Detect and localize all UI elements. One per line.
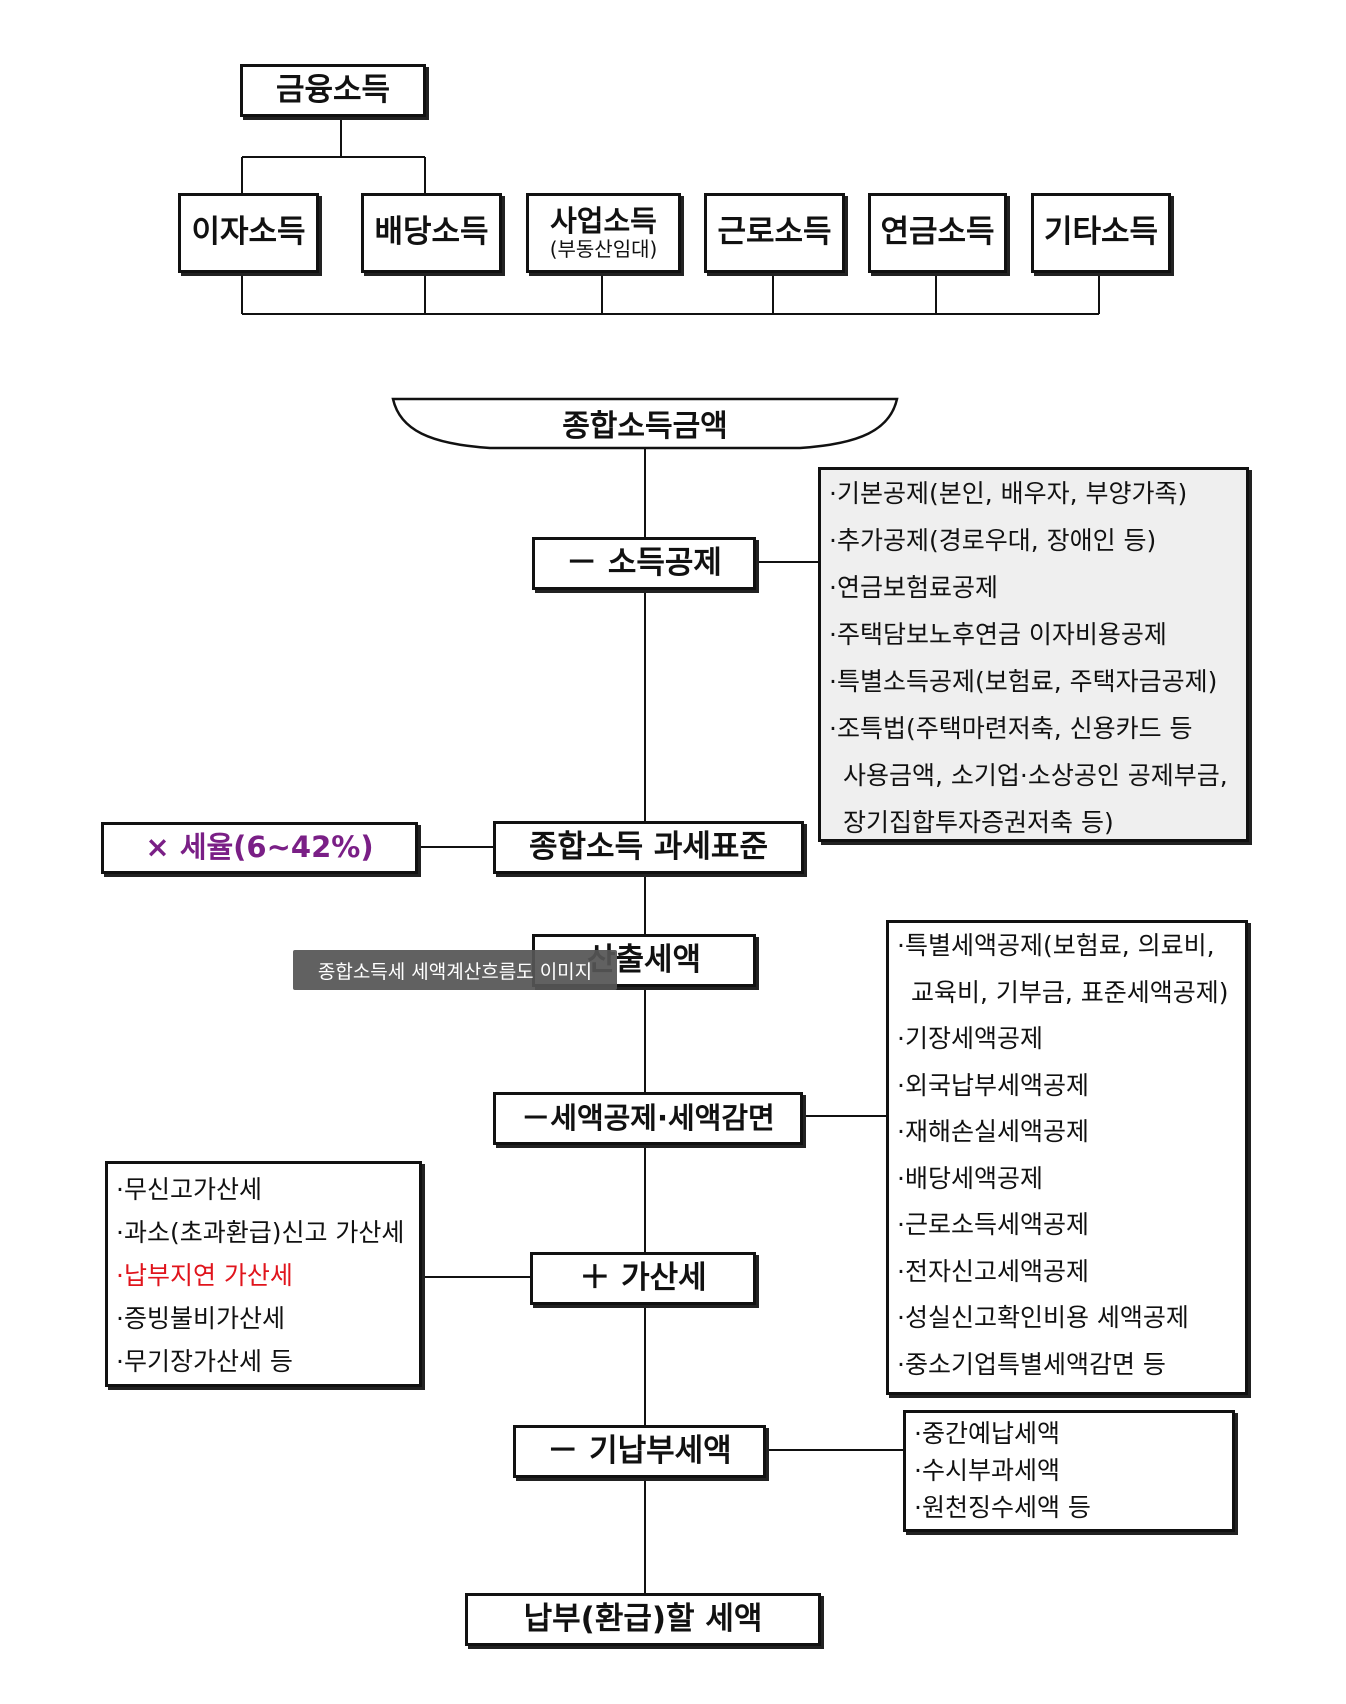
image-alt-tooltip: 종합소득세 세액계산흐름도 이미지 (293, 950, 617, 990)
prepaid-item: ·중간예납세액 (914, 1419, 1060, 1448)
pension-income-box: 연금소득 (868, 193, 1007, 273)
tooltip-text: 종합소득세 세액계산흐름도 이미지 (317, 960, 593, 983)
prepaid-item: ·수시부과세액 (914, 1456, 1060, 1485)
deduction-item: ·기본공제(본인, 배우자, 부양가족) (829, 479, 1188, 508)
penalty-item: ·무신고가산세 (116, 1175, 262, 1204)
financial-income-box: 금융소득 (240, 64, 426, 117)
deduction-item: 장기집합투자증권저축 등) (843, 808, 1114, 837)
penalty-item: ·증빙불비가산세 (116, 1304, 285, 1333)
final-tax-label: 납부(환급)할 세액 (523, 1600, 763, 1637)
penalty-item: ·무기장가산세 등 (116, 1347, 293, 1376)
penalty-items-box: ·무신고가산세 ·과소(초과환급)신고 가산세 ·납부지연 가산세 ·증빙불비가… (105, 1161, 422, 1387)
deduction-items-box: ·기본공제(본인, 배우자, 부양가족) ·추가공제(경로우대, 장애인 등) … (818, 467, 1249, 842)
total-income-label-wrap: 종합소득금액 (393, 399, 897, 447)
prepaid-tax-box: － 기납부세액 (513, 1425, 766, 1478)
tax-base-label: 종합소득 과세표준 (529, 828, 768, 865)
credit-item: ·성실신고확인비용 세액공제 (897, 1303, 1189, 1332)
business-income-sub-label: (부동산임대) (549, 237, 658, 262)
financial-income-label: 금융소득 (275, 71, 391, 108)
deduction-item: ·조특법(주택마련저축, 신용카드 등 (829, 714, 1193, 743)
deduction-item: ·주택담보노후연금 이자비용공제 (829, 620, 1167, 649)
final-tax-box: 납부(환급)할 세액 (465, 1593, 821, 1646)
tax-credit-box: －세액공제·세액감면 (493, 1092, 803, 1145)
earned-income-label: 근로소득 (717, 214, 832, 251)
dividend-income-box: 배당소득 (361, 193, 502, 273)
penalty-item-highlighted: ·납부지연 가산세 (116, 1261, 293, 1290)
deduction-item: ·추가공제(경로우대, 장애인 등) (829, 526, 1157, 555)
interest-income-box: 이자소득 (178, 193, 319, 273)
credit-items-box: ·특별세액공제(보험료, 의료비, 교육비, 기부금, 표준세액공제) ·기장세… (886, 920, 1248, 1395)
business-income-label: 사업소득 (550, 203, 657, 238)
credit-item: ·근로소득세액공제 (897, 1210, 1089, 1239)
interest-income-label: 이자소득 (191, 214, 306, 251)
dividend-income-label: 배당소득 (374, 214, 489, 251)
prepaid-items-box: ·중간예납세액 ·수시부과세액 ·원천징수세액 등 (903, 1410, 1235, 1532)
tax-credit-label: －세액공제·세액감면 (521, 1100, 775, 1135)
credit-item: ·기장세액공제 (897, 1024, 1043, 1053)
pension-income-label: 연금소득 (880, 214, 995, 251)
additional-tax-box: ＋ 가산세 (530, 1252, 756, 1305)
credit-item: ·배당세액공제 (897, 1163, 1043, 1193)
total-income-banner-shape (391, 397, 899, 450)
deduction-item: ·연금보험료공제 (829, 573, 998, 602)
prepaid-tax-label: － 기납부세액 (547, 1432, 732, 1469)
earned-income-box: 근로소득 (704, 193, 845, 273)
income-deduction-box: － 소득공제 (532, 537, 756, 590)
additional-tax-label: ＋ 가산세 (579, 1259, 707, 1296)
business-income-box: 사업소득 (부동산임대) (526, 193, 681, 273)
credit-item: ·전자신고세액공제 (897, 1256, 1089, 1286)
credit-item: ·중소기업특별세액감면 등 (897, 1349, 1166, 1379)
tax-rate-label: × 세율(6~42%) (145, 830, 374, 865)
other-income-label: 기타소득 (1043, 214, 1159, 251)
credit-item: 교육비, 기부금, 표준세액공제) (911, 977, 1229, 1007)
deduction-item: 사용금액, 소기업·소상공인 공제부금, (843, 761, 1228, 790)
credit-item: ·재해손실세액공제 (897, 1117, 1089, 1146)
penalty-item: ·과소(초과환급)신고 가산세 (116, 1218, 405, 1247)
credit-item: ·외국납부세액공제 (897, 1070, 1089, 1100)
prepaid-item: ·원천징수세액 등 (914, 1493, 1091, 1522)
total-income-label: 종합소득금액 (562, 409, 728, 444)
income-deduction-label: － 소득공제 (566, 544, 722, 581)
credit-item: ·특별세액공제(보험료, 의료비, (897, 931, 1215, 960)
other-income-box: 기타소득 (1031, 193, 1171, 273)
deduction-item: ·특별소득공제(보험료, 주택자금공제) (829, 667, 1218, 696)
tax-rate-box: × 세율(6~42%) (101, 822, 418, 874)
tax-base-box: 종합소득 과세표준 (493, 821, 804, 874)
